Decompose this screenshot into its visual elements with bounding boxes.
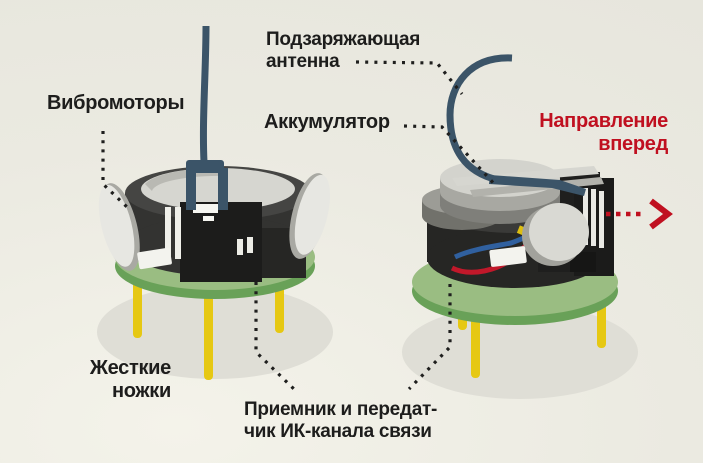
label-rigid-legs-line1: Жесткие [89, 357, 171, 379]
label-ir-transceiver-line2: чик ИК-канала связи [244, 421, 432, 442]
leader-ir-right [407, 284, 452, 391]
leader-vibration-motors [101, 131, 129, 209]
label-charging-antenna-line2: антенна [266, 51, 340, 72]
left-robot-shadow [97, 285, 333, 379]
label-forward-direction-line1: Направление [539, 110, 668, 132]
label-vibration-motors-line1: Вибромоторы [47, 92, 185, 114]
leader-battery [403, 124, 499, 189]
left-robot-vibration-motor-right [289, 173, 331, 259]
leader-lines [101, 60, 499, 394]
left-robot-charging-antenna [186, 25, 228, 210]
label-charging-antenna-line1: Подзаряжающая [266, 29, 421, 50]
right-robot-vibration-motor [522, 203, 589, 266]
label-ir-transceiver: Приемник и передат- чик ИК-канала связи [244, 399, 437, 443]
forward-arrow-icon [606, 198, 673, 230]
label-battery-line1: Аккумулятор [264, 111, 390, 133]
right-robot-illustration [402, 54, 638, 399]
label-rigid-legs-line2: ножки [111, 380, 171, 402]
label-battery: Аккумулятор [264, 111, 390, 134]
label-charging-antenna: Подзаряжающая антенна [266, 29, 420, 73]
label-ir-transceiver-line1: Приемник и передат- [244, 399, 437, 420]
right-robot-charging-antenna [446, 54, 586, 196]
label-vibration-motors: Вибромоторы [47, 92, 185, 115]
right-robot-connector [489, 246, 527, 267]
label-rigid-legs: Жесткие ножки [90, 357, 171, 403]
label-forward-direction-line2: вперед [598, 133, 668, 155]
left-robot-connector [137, 247, 172, 270]
left-robot-illustration [97, 25, 333, 380]
label-forward-direction: Направление вперед [539, 110, 668, 156]
